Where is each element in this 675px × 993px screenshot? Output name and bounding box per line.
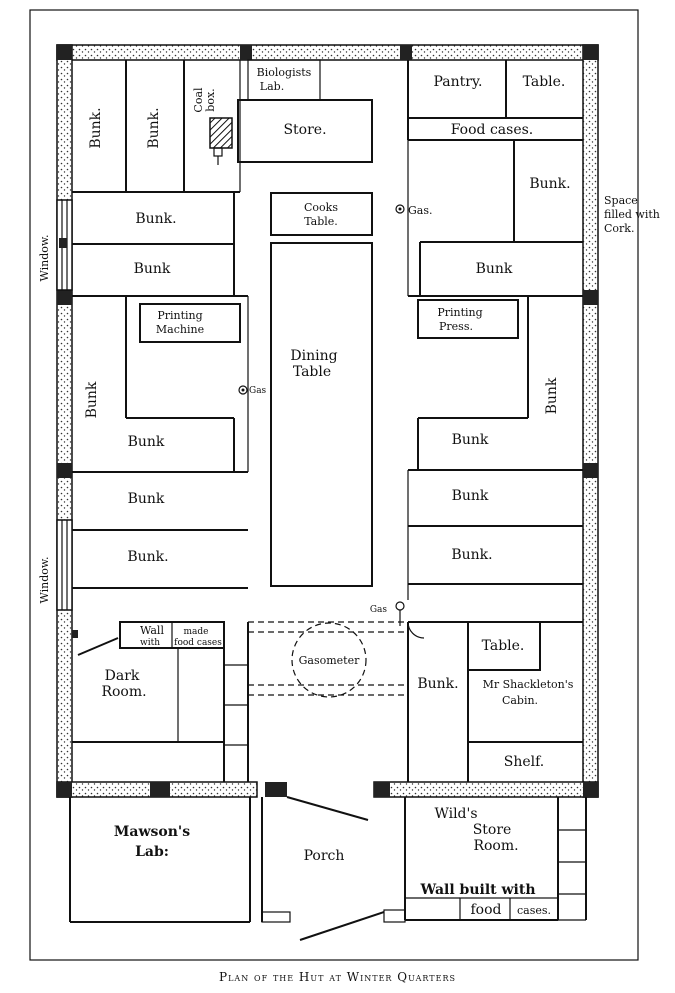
bunk-label: Bunk bbox=[84, 381, 100, 418]
shelf-label: Shelf. bbox=[504, 754, 545, 770]
made-label: made bbox=[184, 627, 209, 637]
shackleton-cabin bbox=[407, 621, 583, 782]
bunk-label: Bunk. bbox=[451, 547, 492, 563]
space-label-1: Space bbox=[604, 194, 638, 207]
press-label: Press. bbox=[439, 320, 473, 333]
dining-label: Dining bbox=[290, 348, 337, 364]
stove-icon bbox=[213, 147, 223, 157]
mawson-label: Mawson's bbox=[114, 824, 190, 840]
bunk-label: Bunk bbox=[134, 261, 171, 277]
bunk-label: Bunk bbox=[452, 432, 489, 448]
bunk-label: Bunk. bbox=[135, 211, 176, 227]
gas-icon bbox=[395, 601, 405, 611]
right-rooms bbox=[407, 60, 583, 600]
printing-press bbox=[417, 299, 519, 339]
gas-label: Gas bbox=[370, 605, 388, 615]
wall-label: Wall bbox=[140, 624, 164, 637]
coal-box bbox=[209, 117, 233, 149]
cooks-table bbox=[270, 192, 373, 236]
bunk-label: Bunk bbox=[128, 434, 165, 450]
gasometer bbox=[248, 621, 404, 698]
window-label: Window. bbox=[38, 235, 51, 282]
gas-icon bbox=[238, 385, 248, 395]
biologists-label: Biologists bbox=[257, 66, 312, 79]
shackleton-label: Mr Shackleton's bbox=[483, 678, 574, 691]
porch-label: Porch bbox=[304, 848, 345, 864]
annex bbox=[69, 796, 587, 941]
gasometer-label: Gasometer bbox=[299, 654, 360, 667]
cabin-label: Cabin. bbox=[502, 694, 538, 707]
wilds-store-label: Store bbox=[473, 822, 512, 838]
table-label: Table. bbox=[523, 74, 566, 90]
mawson-lab-label: Lab: bbox=[135, 844, 169, 860]
table-label: Table. bbox=[482, 638, 525, 654]
space-label-3: Cork. bbox=[604, 222, 634, 235]
bunk-label: Bunk bbox=[544, 377, 560, 414]
coal-box-label-1: Coal bbox=[192, 87, 205, 113]
outer-border bbox=[29, 9, 639, 961]
with-label: with bbox=[140, 638, 160, 648]
store-label: Store. bbox=[283, 122, 326, 138]
bunk-label: Bunk bbox=[452, 488, 489, 504]
biologists-lab bbox=[247, 59, 321, 101]
room-label: Room. bbox=[101, 684, 146, 700]
bunk-label: Bunk. bbox=[417, 676, 458, 692]
bunk-label: Bunk bbox=[128, 491, 165, 507]
food-label: food bbox=[470, 902, 501, 918]
pantry-label: Pantry. bbox=[434, 74, 483, 90]
food-cases-label: Food cases. bbox=[451, 122, 534, 138]
cases-label: cases. bbox=[517, 904, 551, 917]
bunk-label: Bunk. bbox=[127, 549, 168, 565]
bunk-label: Bunk. bbox=[529, 176, 570, 192]
gas-label: Gas bbox=[249, 386, 267, 396]
window-label: Window. bbox=[38, 557, 51, 604]
wall-built-label: Wall built with bbox=[419, 882, 535, 898]
dark-label: Dark bbox=[105, 668, 140, 684]
printing-label: Printing bbox=[157, 309, 202, 322]
figure-caption: Plan of the Hut at Winter Quarters bbox=[219, 970, 456, 984]
food-cases-label: food cases bbox=[174, 638, 222, 648]
window-upper bbox=[56, 199, 73, 291]
dining-table-label: Table bbox=[293, 364, 331, 380]
bunk-label: Bunk. bbox=[88, 107, 104, 148]
dining-table bbox=[270, 242, 373, 587]
wilds-label: Wild's bbox=[434, 806, 477, 822]
gas-icon bbox=[395, 204, 405, 214]
wilds-room-label: Room. bbox=[473, 838, 518, 854]
bunk-label: Bunk. bbox=[146, 107, 162, 148]
printing-machine bbox=[139, 303, 241, 343]
coal-box-label-2: box. bbox=[204, 88, 217, 111]
cooks-table-label: Table. bbox=[304, 215, 338, 228]
gas-label: Gas. bbox=[408, 204, 433, 217]
window-lower bbox=[56, 519, 73, 611]
dark-room bbox=[72, 621, 249, 782]
lab-label: Lab. bbox=[260, 80, 284, 93]
bunk-label: Bunk bbox=[476, 261, 513, 277]
printing-label: Printing bbox=[437, 306, 482, 319]
left-rooms bbox=[72, 60, 249, 589]
cooks-label: Cooks bbox=[304, 201, 338, 214]
machine-label: Machine bbox=[156, 323, 204, 336]
space-label-2: filled with bbox=[604, 208, 660, 221]
